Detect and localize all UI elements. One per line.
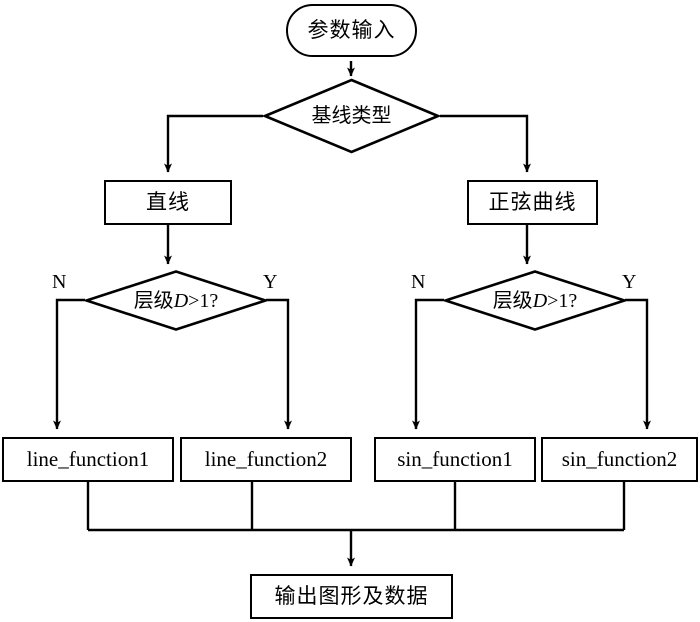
level-check-right-prefix: 层级 — [492, 289, 533, 312]
node-decision-level-check-left[interactable]: 层级D>1? — [85, 270, 267, 331]
node-process-sin-function1[interactable]: sin_function1 — [374, 437, 536, 482]
edge-level-left-no-to-line-function1 — [53, 298, 85, 430]
node-decision-baseline-type-label: 基线类型 — [311, 105, 392, 127]
node-process-output-label: 输出图形及数据 — [274, 584, 429, 608]
node-process-sin-function2[interactable]: sin_function2 — [541, 437, 698, 482]
diamond-outline — [85, 270, 267, 331]
level-check-right-variable: D — [532, 289, 548, 312]
edge-label-left-yes: Y — [263, 271, 278, 293]
node-decision-level-check-left-label: 层级D>1? — [134, 291, 219, 311]
level-check-left-suffix: >1? — [188, 289, 219, 312]
edge-label-left-no: N — [52, 271, 67, 293]
node-process-sin-function1-label: sin_function1 — [397, 447, 513, 471]
diamond-outline — [444, 270, 626, 331]
edge-level-left-yes-to-line-function2 — [266, 298, 292, 430]
node-process-output[interactable]: 输出图形及数据 — [250, 574, 453, 619]
edge-label-right-no: N — [411, 271, 426, 293]
node-start-parameter-input[interactable]: 参数输入 — [286, 4, 417, 57]
node-process-line-function2-label: line_function2 — [204, 447, 328, 471]
node-process-line-function2[interactable]: line_function2 — [180, 437, 352, 482]
edge-baseline-to-straight-line — [164, 114, 263, 173]
level-check-right-suffix: >1? — [547, 289, 578, 312]
node-decision-level-check-right-label: 层级D>1? — [493, 291, 578, 311]
edge-baseline-to-sine-curve — [440, 114, 531, 173]
level-check-left-prefix: 层级 — [133, 289, 174, 312]
node-process-sine-curve[interactable]: 正弦曲线 — [467, 180, 598, 225]
node-process-line-function1[interactable]: line_function1 — [2, 437, 174, 482]
edge-label-right-yes: Y — [622, 271, 637, 293]
node-process-straight-line-label: 直线 — [146, 190, 190, 214]
level-check-left-variable: D — [173, 289, 189, 312]
node-process-sin-function2-label: sin_function2 — [561, 447, 678, 471]
node-start-label: 参数输入 — [307, 18, 396, 42]
edge-level-right-no-to-sin-function1 — [412, 298, 444, 430]
diamond-outline — [263, 78, 440, 154]
node-decision-level-check-right[interactable]: 层级D>1? — [444, 270, 626, 331]
node-process-line-function1-label: line_function1 — [26, 447, 150, 471]
node-process-straight-line[interactable]: 直线 — [104, 180, 232, 225]
edge-level-right-yes-to-sin-function2 — [625, 298, 651, 430]
node-decision-baseline-type[interactable]: 基线类型 — [263, 78, 440, 154]
node-process-sine-curve-label: 正弦曲线 — [488, 190, 577, 214]
